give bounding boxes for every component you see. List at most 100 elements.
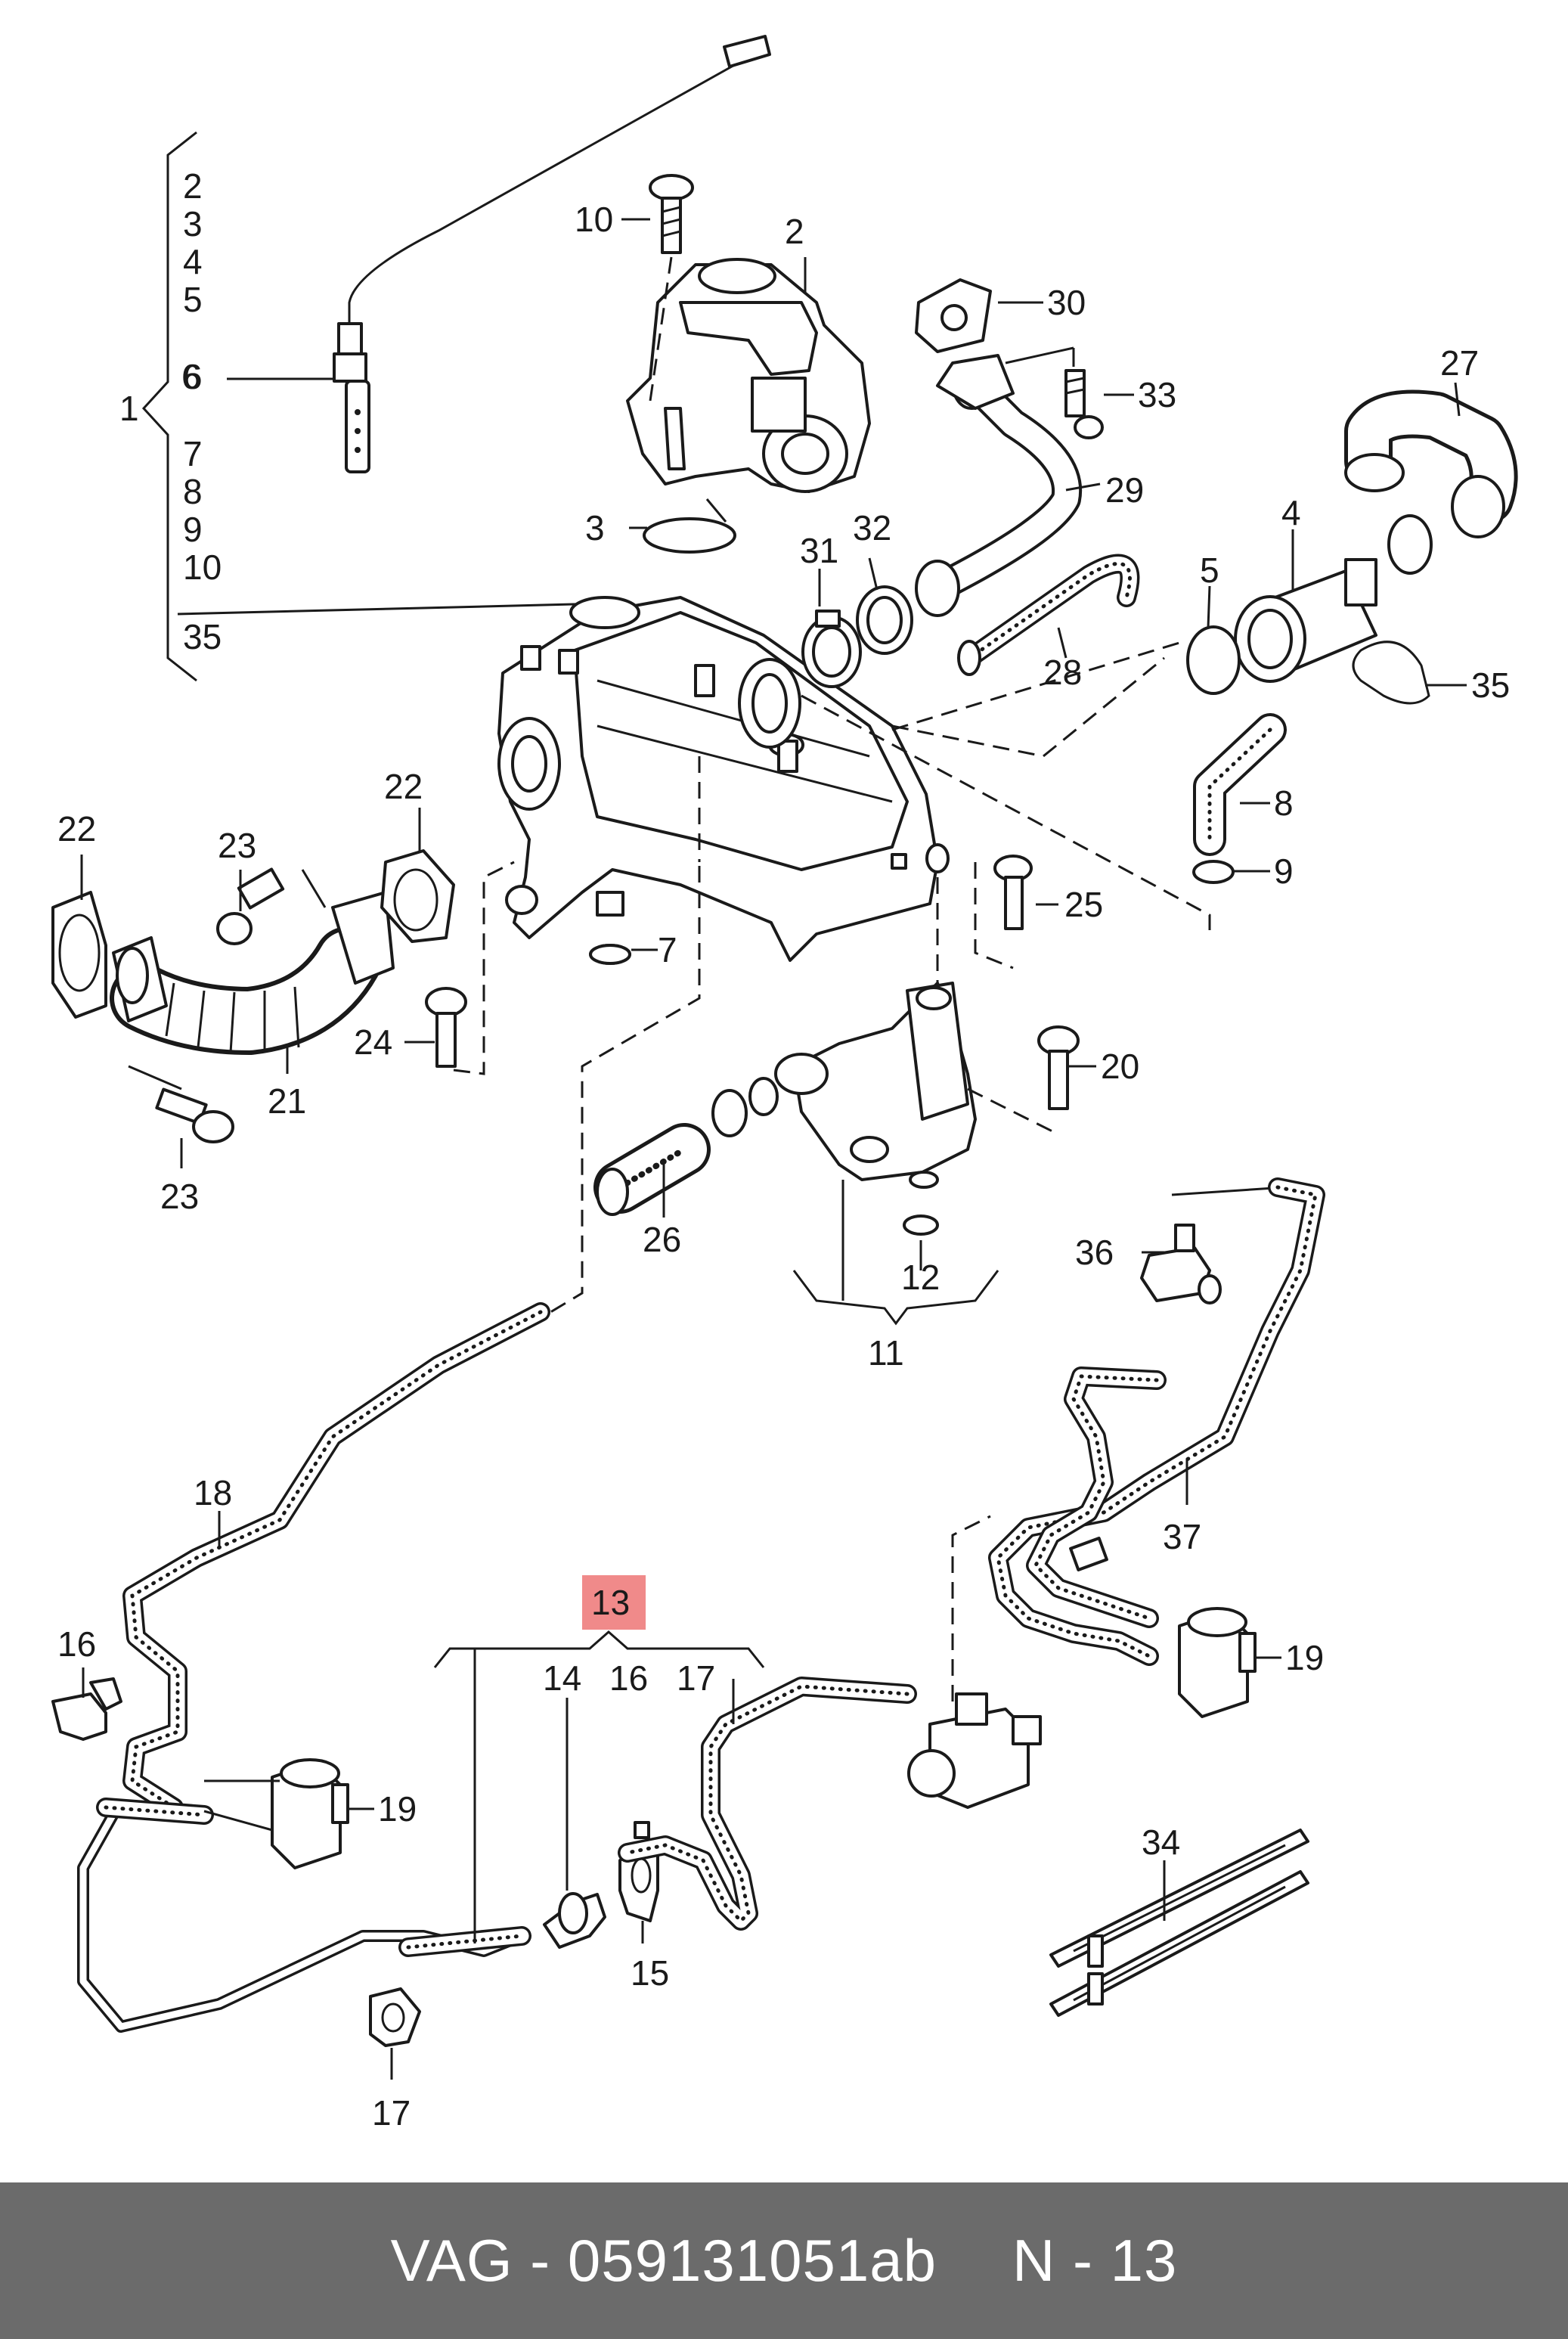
callout-2: 2: [785, 212, 804, 251]
highlight-box: [582, 1575, 646, 1630]
group-13-item: 17: [677, 1658, 715, 1698]
bracket-item: 3: [183, 204, 203, 244]
bracket-item: 35: [183, 617, 222, 656]
callout-31: 31: [800, 531, 838, 570]
callout-17: 17: [372, 2093, 411, 2133]
bolt-23-bottom: [155, 1087, 234, 1143]
hose-26: [593, 1123, 711, 1216]
clip-17: [369, 1987, 421, 2047]
group-13-item: 16: [609, 1658, 648, 1698]
hose-8: [1193, 713, 1287, 856]
group-13-item: 14: [543, 1658, 581, 1698]
callout-21: 21: [268, 1081, 306, 1121]
callout-29: 29: [1105, 470, 1144, 510]
callout-26: 26: [643, 1220, 681, 1259]
leader-line: [301, 869, 327, 908]
cable-ties-34: [1049, 1829, 1309, 2017]
leader-dash: [951, 1515, 991, 1702]
callout-35: 35: [1471, 665, 1510, 705]
callout-18: 18: [194, 1473, 232, 1512]
callout-16: 16: [57, 1624, 96, 1664]
seal-12: [903, 1214, 939, 1236]
bracket-group-1: 1 2 3 4 5 6 7 8 9 10 35: [119, 131, 606, 682]
o-ring-3: [643, 517, 736, 554]
callout-3: 3: [585, 508, 605, 548]
pipe-21: [110, 891, 395, 1055]
connector-4: [1234, 514, 1433, 683]
gasket-30: [915, 278, 992, 353]
bracket-11: [774, 982, 977, 1189]
gasket-22-left: [51, 891, 107, 1019]
gasket-22-right: [380, 849, 455, 943]
hose-27: [1344, 389, 1518, 538]
callout-11: 11: [868, 1333, 904, 1373]
clip-35: [1352, 641, 1430, 705]
bracket-label: 1: [119, 389, 139, 428]
pipe-29: [915, 354, 1083, 617]
bolt-25: [974, 855, 1033, 969]
callout-37: 37: [1163, 1517, 1201, 1556]
bolt-33: [1064, 369, 1104, 439]
callout-19-right: 19: [1285, 1638, 1324, 1677]
bracket-item: 10: [183, 548, 222, 587]
callout-5: 5: [1200, 551, 1219, 590]
callout-7: 7: [658, 930, 677, 969]
leader-dash: [544, 866, 701, 1317]
group-13: 13 14 16 17: [433, 1575, 765, 1943]
bolt-10: [649, 174, 694, 402]
leader-dash: [891, 641, 1180, 731]
bracket-item: 9: [183, 510, 203, 549]
bolt-24: [425, 861, 515, 1075]
callout-20: 20: [1101, 1047, 1139, 1086]
leader-dash: [891, 656, 1165, 758]
bracket-item: 2: [183, 166, 203, 206]
clamp-9: [1192, 860, 1235, 884]
bracket-item: 4: [183, 242, 203, 281]
bracket-item: 5: [183, 280, 203, 319]
seal-7: [589, 944, 631, 965]
callout-24: 24: [354, 1022, 392, 1062]
clamp: [748, 1077, 779, 1116]
callout-8: 8: [1274, 783, 1294, 823]
bolt-23-top: [216, 867, 285, 945]
valve-19-right: [1178, 1607, 1257, 1718]
valve-19-left: [203, 1758, 349, 1869]
callout-36: 36: [1075, 1233, 1114, 1272]
hose-37: [988, 1177, 1325, 1666]
bracket-item: 7: [183, 434, 203, 473]
callout-28: 28: [1043, 653, 1082, 692]
ring-32: [856, 585, 913, 655]
leader-line: [128, 1065, 182, 1090]
callout-32: 32: [853, 508, 891, 548]
callout-13: 13: [591, 1583, 630, 1622]
callouts: 2 3 4 5 6 7 8 9 10 11 12 15 16 17 18 19 …: [57, 200, 1510, 2133]
callout-25: 25: [1064, 885, 1103, 924]
part-number: VAG - 059131051ab: [390, 2227, 937, 2294]
bracket-item: 8: [183, 472, 203, 511]
temperature-sensor: [333, 35, 771, 473]
leader-lines: [80, 218, 1467, 2080]
footer-bar: VAG - 059131051ab N - 13: [0, 2182, 1568, 2339]
exploded-parts-diagram: 1 2 3 4 5 6 7 8 9 10 35: [51, 35, 1518, 2133]
bolt-20: [1037, 1025, 1080, 1110]
callout-27: 27: [1440, 343, 1479, 383]
callout-4: 4: [1281, 493, 1301, 532]
o-ring-5: [1186, 625, 1241, 695]
clamp: [711, 1089, 748, 1137]
bracket-11-lead: [792, 1270, 999, 1326]
check-valve-14: [543, 1892, 606, 1949]
callout-19-left: 19: [378, 1789, 417, 1829]
callout-22-right: 22: [384, 767, 423, 806]
cooler-port-ring: [738, 658, 801, 749]
callout-22-left: 22: [57, 809, 96, 848]
callout-33: 33: [1138, 375, 1176, 414]
hose-28: [957, 554, 1140, 676]
page-reference: N - 13: [1012, 2227, 1178, 2294]
callout-6: 6: [181, 357, 201, 396]
connector-36: [1140, 1224, 1222, 1304]
clip-15: [618, 1821, 659, 1922]
footer-text: VAG - 059131051ab N - 13: [391, 2226, 1178, 2295]
pipe-lower-left: [77, 1798, 531, 2033]
callout-9: 9: [1274, 852, 1294, 891]
hose-17: [618, 1677, 917, 1931]
